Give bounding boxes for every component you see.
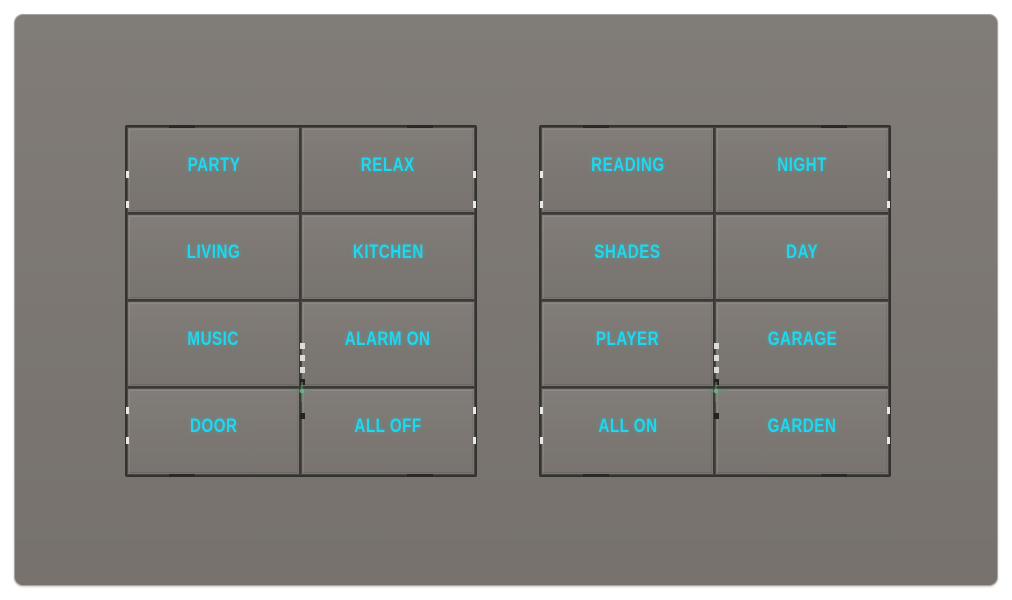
key-day[interactable]: DAY — [715, 214, 889, 301]
key-label: ALARM ON — [345, 328, 431, 350]
left-keypad-panel: PARTY RELAX LIVING KITCHEN MUSIC ALARM O… — [125, 125, 477, 477]
key-relax[interactable]: RELAX — [301, 127, 475, 214]
key-garden[interactable]: GARDEN — [715, 388, 889, 475]
key-all-on[interactable]: ALL ON — [541, 388, 715, 475]
key-label: KITCHEN — [352, 241, 424, 263]
key-label: SHADES — [594, 241, 661, 263]
key-garage[interactable]: GARAGE — [715, 301, 889, 388]
key-label: PARTY — [187, 154, 240, 176]
key-door[interactable]: DOOR — [127, 388, 301, 475]
key-label: DOOR — [189, 416, 238, 437]
right-keypad-panel: READING NIGHT SHADES DAY PLAYER GARAGE A… — [539, 125, 891, 477]
key-night[interactable]: NIGHT — [715, 127, 889, 214]
key-label: ALL ON — [597, 416, 658, 437]
key-player[interactable]: PLAYER — [541, 301, 715, 388]
key-reading[interactable]: READING — [541, 127, 715, 214]
key-label: GARAGE — [767, 328, 837, 350]
key-living[interactable]: LIVING — [127, 214, 301, 301]
key-music[interactable]: MUSIC — [127, 301, 301, 388]
key-label: RELAX — [361, 154, 415, 176]
key-all-off[interactable]: ALL OFF — [301, 388, 475, 475]
key-party[interactable]: PARTY — [127, 127, 301, 214]
key-label: LIVING — [186, 241, 241, 263]
key-label: GARDEN — [767, 416, 837, 437]
key-label: NIGHT — [777, 154, 827, 176]
key-label: PLAYER — [595, 328, 660, 350]
key-label: ALL OFF — [354, 416, 422, 437]
key-alarm-on[interactable]: ALARM ON — [301, 301, 475, 388]
key-shades[interactable]: SHADES — [541, 214, 715, 301]
key-kitchen[interactable]: KITCHEN — [301, 214, 475, 301]
key-label: DAY — [785, 241, 819, 263]
key-label: MUSIC — [187, 328, 240, 350]
keypad-faceplate: PARTY RELAX LIVING KITCHEN MUSIC ALARM O… — [14, 14, 998, 586]
key-label: READING — [590, 154, 665, 176]
